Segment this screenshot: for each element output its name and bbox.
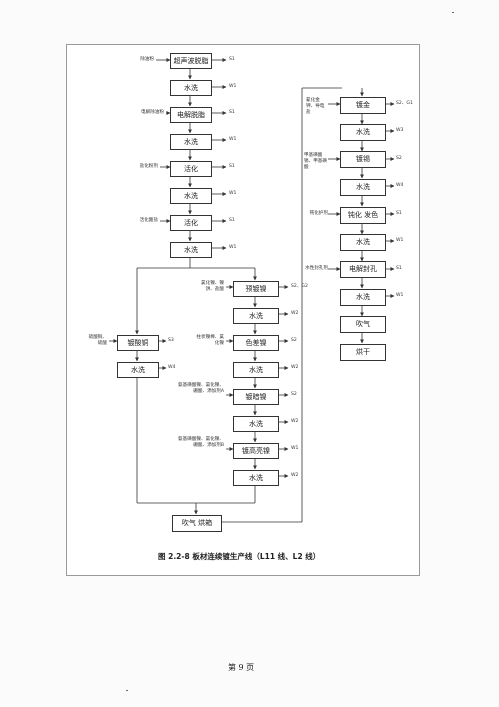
- process-step-r10: 烘干: [340, 344, 386, 361]
- output-label-b8: W1: [229, 245, 237, 250]
- input-label-m1: 氯化镍、镍饼、盐酸: [201, 281, 224, 292]
- process-step-b4: 水洗: [170, 134, 212, 150]
- output-label-m3: S2: [291, 338, 297, 343]
- process-step-m7: 镀高亮镍: [233, 443, 279, 459]
- input-label-r1: 氰化金钾、导电盐: [306, 98, 325, 115]
- output-label-b2: W1: [229, 84, 237, 89]
- output-label-r4: W4: [396, 183, 404, 188]
- output-label-r7: S1: [396, 266, 402, 271]
- scan-speck: [452, 12, 454, 13]
- input-label-b3: 电解除油粉: [141, 110, 164, 115]
- input-label-m3: 柱状镍棒、氯化镍: [196, 335, 224, 346]
- output-label-b3: S1: [229, 110, 235, 115]
- output-label-b1: S1: [229, 57, 235, 62]
- process-step-m8: 水洗: [233, 470, 279, 486]
- output-label-r6: W1: [396, 238, 404, 243]
- process-step-b7: 活化: [170, 215, 212, 231]
- process-step-m2: 水洗: [233, 308, 279, 324]
- process-step-m6: 水洗: [233, 416, 279, 432]
- input-label-m5: 氨基磺酸镍、氯化镍、硼酸、添加剂A: [178, 383, 224, 394]
- input-label-r5: 钝化护剂: [309, 211, 328, 216]
- output-label-r8: W1: [396, 293, 404, 298]
- input-label-r7: 水性封孔剂: [305, 266, 328, 271]
- input-label-b7: 活化酸盐: [139, 218, 158, 223]
- process-step-m3: 色差镍: [233, 335, 279, 351]
- input-label-a1: 硫酸铜、硫酸: [88, 335, 107, 346]
- output-label-b4: W1: [229, 137, 237, 142]
- input-label-b1: 除油粉: [140, 57, 154, 62]
- process-step-a1: 镀酸铜: [117, 335, 159, 351]
- input-label-r3: 甲基磺酸锡、甲基磺酸: [304, 153, 327, 170]
- output-label-b5: S1: [229, 164, 235, 169]
- process-step-b2: 水洗: [170, 80, 212, 96]
- output-label-m7: W1: [291, 446, 299, 451]
- process-step-r2: 水洗: [340, 124, 386, 141]
- output-label-m8: W2: [291, 473, 299, 478]
- process-step-a2: 水洗: [117, 362, 159, 378]
- process-step-r8: 水洗: [340, 289, 386, 306]
- output-label-b7: S1: [229, 218, 235, 223]
- output-label-m4: W2: [291, 365, 299, 370]
- process-step-b1: 超声波脱脂: [170, 53, 212, 69]
- process-step-m5: 镀暗镍: [233, 389, 279, 405]
- output-label-m2: W2: [291, 311, 299, 316]
- output-label-r5: S1: [396, 211, 402, 216]
- page-number: 第 9 页: [228, 663, 255, 672]
- process-step-b5: 活化: [170, 161, 212, 177]
- output-label-m1: S2、G2: [291, 284, 308, 289]
- output-label-a2: W4: [168, 365, 176, 370]
- output-label-r3: S2: [396, 156, 402, 161]
- output-label-a1: S3: [168, 338, 174, 343]
- process-step-join: 吹气 烘箱: [172, 515, 222, 532]
- output-label-b6: W1: [229, 191, 237, 196]
- process-step-r5: 钝化 发色: [340, 207, 386, 224]
- process-step-r9: 吹气: [340, 316, 386, 333]
- process-step-r1: 镀金: [340, 97, 386, 114]
- process-step-b3: 电解脱脂: [170, 107, 212, 123]
- process-step-r4: 水洗: [340, 179, 386, 196]
- process-step-m4: 水洗: [233, 362, 279, 378]
- input-label-b5: 盐化粉剂: [139, 164, 158, 169]
- figure-caption: 图 2.2-8 板材连续镀生产线（L11 线、L2 线）: [158, 552, 321, 561]
- output-label-r2: W3: [396, 128, 404, 133]
- process-step-r6: 水洗: [340, 234, 386, 251]
- output-label-m5: S2: [291, 392, 297, 397]
- output-label-r1: S2、G1: [396, 101, 413, 106]
- process-step-r3: 镀锡: [340, 151, 386, 168]
- scan-speck: [126, 690, 128, 691]
- process-step-r7: 电解封孔: [340, 261, 386, 278]
- process-step-b8: 水洗: [170, 242, 212, 258]
- input-label-m7: 氨基磺酸镍、氯化镍、硼酸、添加剂B: [178, 437, 224, 448]
- process-step-b6: 水洗: [170, 188, 212, 204]
- process-step-m1: 预镀镍: [233, 281, 279, 297]
- output-label-m6: W2: [291, 419, 299, 424]
